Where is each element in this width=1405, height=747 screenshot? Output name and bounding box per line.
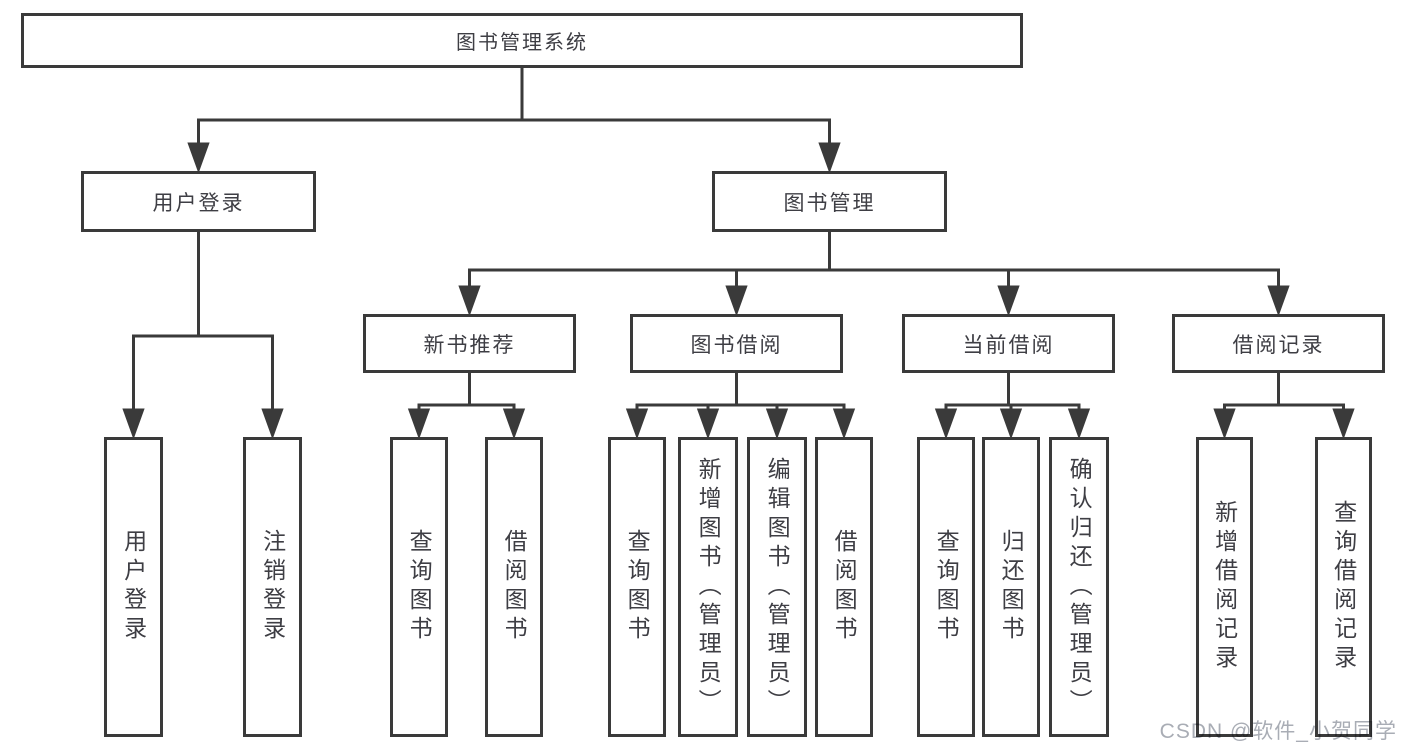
leaf-current-return-label: 归还图书 [998,529,1025,645]
node-new-book-recommend-label: 新书推荐 [423,333,516,357]
node-user-login: 用户登录 [81,171,316,232]
node-borrow-records: 借阅记录 [1172,314,1385,373]
leaf-records-add-label: 新增借阅记录 [1211,500,1238,674]
node-borrow-records-label: 借阅记录 [1232,333,1325,357]
leaf-logout: 注销登录 [243,437,302,737]
leaf-current-query: 查询图书 [917,437,975,737]
leaf-current-confirm-admin-label: 确认归还（管理员） [1066,456,1093,718]
leaf-records-add: 新增借阅记录 [1196,437,1253,737]
node-new-book-recommend: 新书推荐 [363,314,576,373]
node-user-login-label: 用户登录 [152,191,245,215]
node-book-management: 图书管理 [712,171,947,232]
leaf-newbooks-query: 查询图书 [390,437,448,737]
leaf-borrow-edit-admin-label: 编辑图书（管理员） [764,456,791,718]
leaf-borrow-add-admin-label: 新增图书（管理员） [695,456,722,718]
node-book-management-label: 图书管理 [783,191,876,215]
leaf-records-query: 查询借阅记录 [1315,437,1372,737]
leaf-newbooks-borrow-label: 借阅图书 [501,529,528,645]
leaf-logout-label: 注销登录 [259,529,286,645]
leaf-borrow-query: 查询图书 [608,437,666,737]
leaf-current-query-label: 查询图书 [933,529,960,645]
leaf-borrow-borrow: 借阅图书 [815,437,873,737]
leaf-borrow-edit-admin: 编辑图书（管理员） [747,437,807,737]
node-book-borrow-label: 图书借阅 [690,333,783,357]
node-current-borrow: 当前借阅 [902,314,1115,373]
node-current-borrow-label: 当前借阅 [962,333,1055,357]
csdn-watermark: CSDN @软件_小贺同学 [1159,720,1397,743]
leaf-borrow-add-admin: 新增图书（管理员） [678,437,738,737]
node-root-label: 图书管理系统 [456,32,588,54]
leaf-newbooks-query-label: 查询图书 [406,529,433,645]
leaf-records-query-label: 查询借阅记录 [1330,500,1357,674]
leaf-borrow-borrow-label: 借阅图书 [831,529,858,645]
leaf-borrow-query-label: 查询图书 [624,529,651,645]
leaf-user-login-label: 用户登录 [120,529,147,645]
leaf-newbooks-borrow: 借阅图书 [485,437,543,737]
leaf-current-return: 归还图书 [982,437,1040,737]
leaf-current-confirm-admin: 确认归还（管理员） [1049,437,1109,737]
node-root: 图书管理系统 [21,13,1023,68]
leaf-user-login: 用户登录 [104,437,163,737]
node-book-borrow: 图书借阅 [630,314,843,373]
